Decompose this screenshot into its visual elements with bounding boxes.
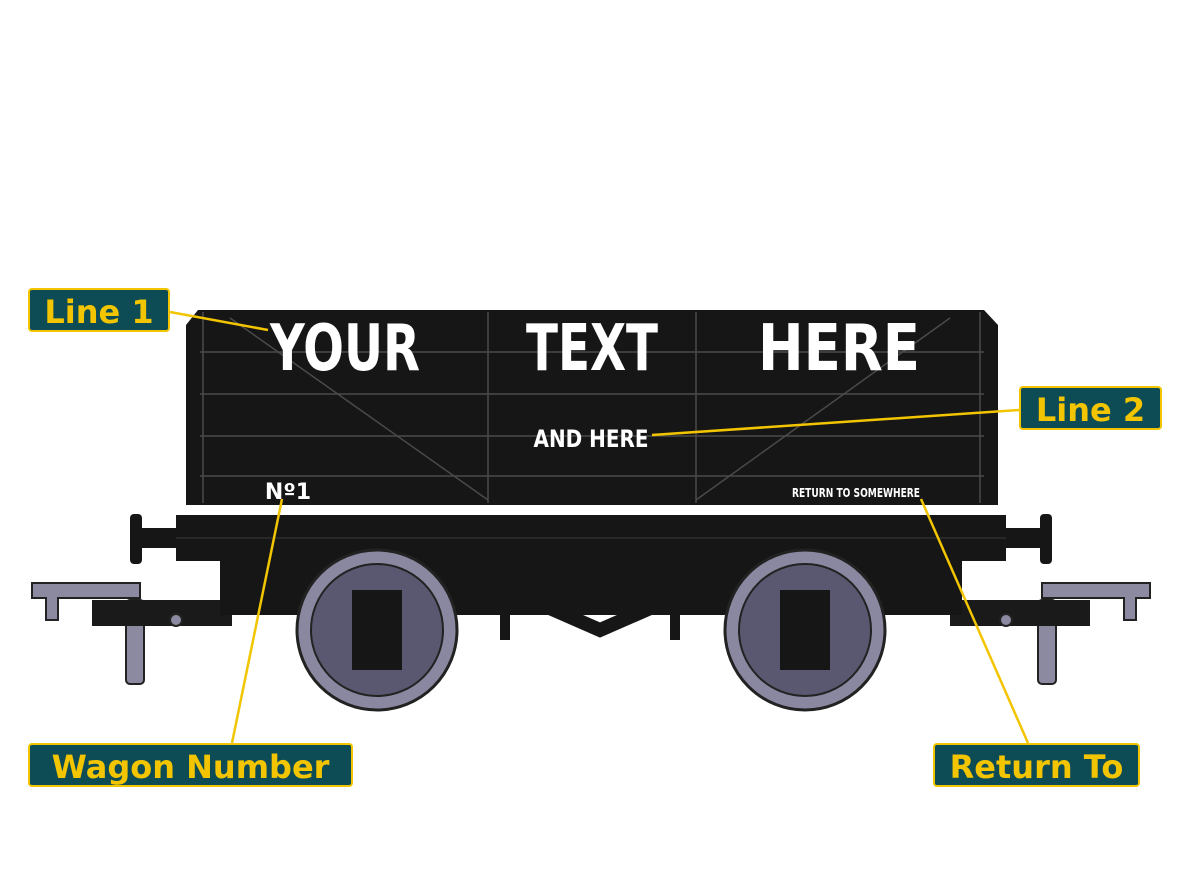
left-wheel [295, 548, 459, 712]
wagon-main-word-1: YOUR [269, 312, 420, 386]
leader-return-to [919, 498, 1030, 744]
wagon-return-text: RETURN TO SOMEWHERE [792, 486, 920, 500]
wagon-secondary-text: AND HERE [534, 425, 649, 453]
wagon-body [186, 310, 998, 505]
left-buffer-stop [31, 582, 232, 685]
wagon-load-text: Load 10 Tons [869, 508, 922, 517]
callout-return-to: Return To [933, 743, 1140, 787]
leader-line-1 [169, 310, 269, 332]
callout-line-1: Line 1 [28, 288, 170, 332]
leader-wagon-number [230, 498, 284, 744]
right-wheel [723, 548, 887, 712]
callout-wagon-number: Wagon Number [28, 743, 353, 787]
leader-line-2 [651, 408, 1020, 437]
right-buffer-stop [950, 582, 1151, 685]
wagon-main-word-2: TEXT [526, 312, 658, 386]
wagon-tare-text: Tare 6-9-2 [345, 508, 386, 517]
wagon-number-text: Nº1 [265, 480, 311, 505]
wagon-main-word-3: HERE [758, 312, 920, 386]
callout-line-2: Line 2 [1019, 386, 1162, 430]
